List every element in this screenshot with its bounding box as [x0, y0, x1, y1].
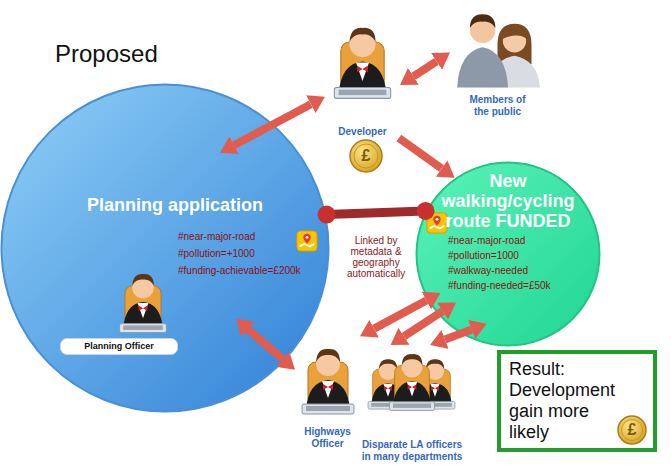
text-wrap: #funding-needed=£50k	[448, 279, 551, 292]
coin-symbol: £	[356, 146, 376, 166]
coin-symbol: £	[622, 420, 642, 440]
coin-label-wrap: £	[356, 146, 376, 166]
tag-text: #pollution=+1000	[178, 247, 255, 260]
coin-label-wrap: £	[622, 420, 642, 440]
person-label: Highways Officer	[295, 426, 360, 450]
person-label: Developer	[325, 126, 400, 138]
coin-rim	[622, 420, 643, 441]
arrow-connector	[413, 61, 436, 76]
coin-icon	[350, 140, 382, 172]
tag-text: #pollution=1000	[448, 249, 519, 262]
circle-title: Planning application	[50, 195, 300, 215]
edge-label: Linked by metadata & geography automatic…	[337, 235, 415, 279]
developer-figure	[334, 28, 390, 98]
text-wrap: #near-major-road	[448, 234, 525, 247]
text-wrap: #near-major-road	[178, 230, 255, 243]
officer-label: Planning Officer	[69, 341, 169, 352]
arrow-connector	[445, 329, 472, 339]
connector-group	[399, 138, 442, 169]
connector-group	[404, 311, 443, 336]
title-wrap: Proposed	[55, 40, 158, 68]
connector-group	[445, 329, 472, 339]
circle-shape	[2, 85, 329, 412]
person-label: Disparate LA officers in many department…	[360, 439, 464, 463]
coin-icon	[618, 416, 646, 444]
circle-outline	[0, 83, 330, 413]
text-wrap: New walking/cycling route FUNDED	[433, 171, 583, 231]
la-officer-figure	[389, 354, 434, 410]
label-tag: Planning Officer	[60, 338, 178, 355]
circle-node: Planning application #near-major-road #pol…	[0, 83, 330, 413]
planning-officer-figure	[120, 274, 167, 333]
link-end-dot	[417, 202, 435, 220]
connector-group	[413, 61, 436, 76]
public-figures	[457, 14, 540, 87]
arrow-connector	[404, 311, 443, 336]
connector-group	[248, 329, 283, 359]
circle-shape	[417, 163, 600, 346]
tag-text: #near-major-road	[448, 234, 525, 247]
text-wrap: #walkway-needed	[448, 264, 528, 277]
link-end-dot	[318, 206, 336, 224]
link-bar	[327, 211, 426, 215]
text-wrap: #pollution=1000	[448, 249, 519, 262]
circle-node: New walking/cycling route FUNDED #near-ma…	[415, 161, 601, 347]
tag-text: #near-major-road	[178, 230, 255, 243]
coin-rim	[354, 144, 378, 168]
text-wrap: #funding-achievable=£200k	[178, 264, 301, 277]
connector-group	[318, 202, 435, 224]
circle-title: New walking/cycling route FUNDED	[433, 171, 583, 231]
text-wrap: Planning application	[50, 195, 300, 215]
edge-label-wrap: Linked by metadata & geography automatic…	[337, 235, 415, 279]
diagram-title: Proposed	[55, 40, 158, 68]
tag-text: #walkway-needed	[448, 264, 528, 277]
arrow-connector	[234, 104, 311, 145]
person-label: Members of the public	[462, 94, 534, 118]
text-wrap: #pollution=+1000	[178, 247, 255, 260]
arrow-connector	[399, 138, 442, 169]
tag-text: #funding-needed=£50k	[448, 279, 551, 292]
highways-officer-figure	[302, 349, 354, 414]
arrow-connector	[248, 329, 283, 359]
tag-text: #funding-achievable=£200k	[178, 264, 301, 277]
map-pin-icon	[297, 231, 317, 251]
connector-group	[234, 104, 311, 145]
result-text: Result: Development gain more likely	[509, 359, 627, 443]
